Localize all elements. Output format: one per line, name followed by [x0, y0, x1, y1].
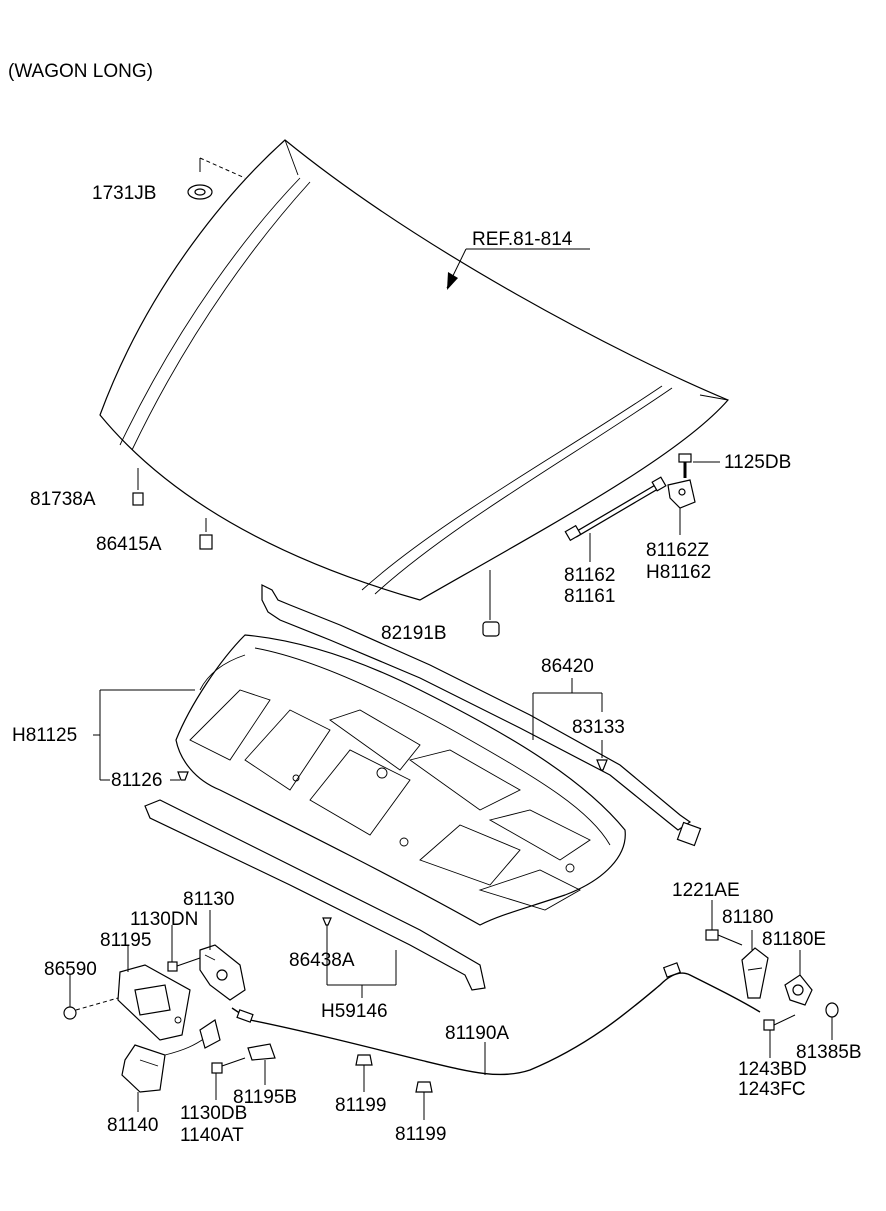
part-label-81385b: 81385B: [796, 1042, 862, 1063]
part-label-86590: 86590: [44, 959, 97, 980]
ref-label: REF.81-814: [472, 229, 573, 250]
clip-81195b: [247, 1043, 276, 1061]
part-label-1125db: 1125DB: [724, 452, 792, 473]
part-label-81199-b: 81199: [395, 1124, 447, 1145]
bracket-81162z: [667, 479, 696, 509]
bumper-82191b: [482, 621, 500, 637]
part-label-1243bd: 1243BD: [738, 1059, 807, 1080]
part-label-1130db: 1130DB: [180, 1103, 248, 1124]
part-label-81199-a: 81199: [335, 1095, 387, 1116]
bracket-81180e: [784, 974, 813, 1006]
part-label-81130: 81130: [183, 889, 235, 910]
part-label-81161: 81161: [564, 586, 616, 607]
part-label-81180: 81180: [722, 907, 774, 928]
part-label-86438a: 86438A: [289, 950, 355, 971]
part-label-1221ae: 1221AE: [672, 880, 740, 901]
clip-81199b: [415, 1081, 433, 1093]
bumper-86415a: [199, 534, 213, 550]
clip-86438a: [322, 917, 332, 926]
part-label-82191b: 82191B: [381, 623, 447, 644]
part-label-h59146: H59146: [321, 1001, 388, 1022]
bolt-1125db: [678, 453, 692, 478]
part-label-81140: 81140: [107, 1115, 159, 1136]
part-label-h81125: H81125: [12, 725, 78, 746]
clip-86590: [63, 1006, 77, 1020]
part-label-1731jb: 1731JB: [92, 183, 157, 204]
part-label-86420: 86420: [541, 656, 594, 677]
part-label-81180e: 81180E: [762, 929, 827, 950]
gas-strut-81162: [564, 476, 667, 542]
part-label-1130dn: 1130DN: [130, 909, 199, 930]
seal-h59146: [144, 799, 486, 991]
diagram-caption: (WAGON LONG): [8, 61, 153, 82]
bolt-1243bd: [763, 1014, 796, 1031]
part-label-81162z: 81162Z: [646, 540, 710, 561]
part-label-81195: 81195: [100, 930, 152, 951]
bolt-1130dn: [167, 957, 201, 972]
part-label-81190a: 81190A: [445, 1023, 510, 1044]
part-label-1140at: 1140AT: [180, 1125, 244, 1146]
part-label-86415a: 86415A: [96, 534, 162, 555]
screw-1221ae: [705, 929, 743, 946]
bumper-81738a: [132, 492, 144, 506]
latch-81130: [199, 944, 246, 1001]
cable-81190a: [231, 962, 761, 1076]
seal-86420: [261, 584, 702, 847]
part-label-1243fc: 1243FC: [738, 1079, 806, 1100]
handle-81140: [121, 1044, 166, 1093]
clip-81126: [177, 771, 189, 781]
part-label-83133: 83133: [572, 717, 625, 738]
hood-panel: [99, 139, 730, 601]
part-label-h81162: H81162: [646, 562, 712, 583]
part-label-81126: 81126: [111, 770, 163, 791]
hood-inner-panel: [175, 634, 626, 926]
part-label-81195b: 81195B: [233, 1087, 298, 1108]
clip-81199a: [355, 1054, 373, 1066]
bracket-81195: [117, 964, 191, 1041]
bolt-1130db: [211, 1057, 246, 1074]
lever-81180: [741, 947, 769, 999]
part-label-81738a: 81738A: [30, 489, 96, 510]
part-label-81162: 81162: [564, 565, 616, 586]
grommet-81385b: [825, 1002, 839, 1018]
clip-83133: [596, 759, 608, 771]
